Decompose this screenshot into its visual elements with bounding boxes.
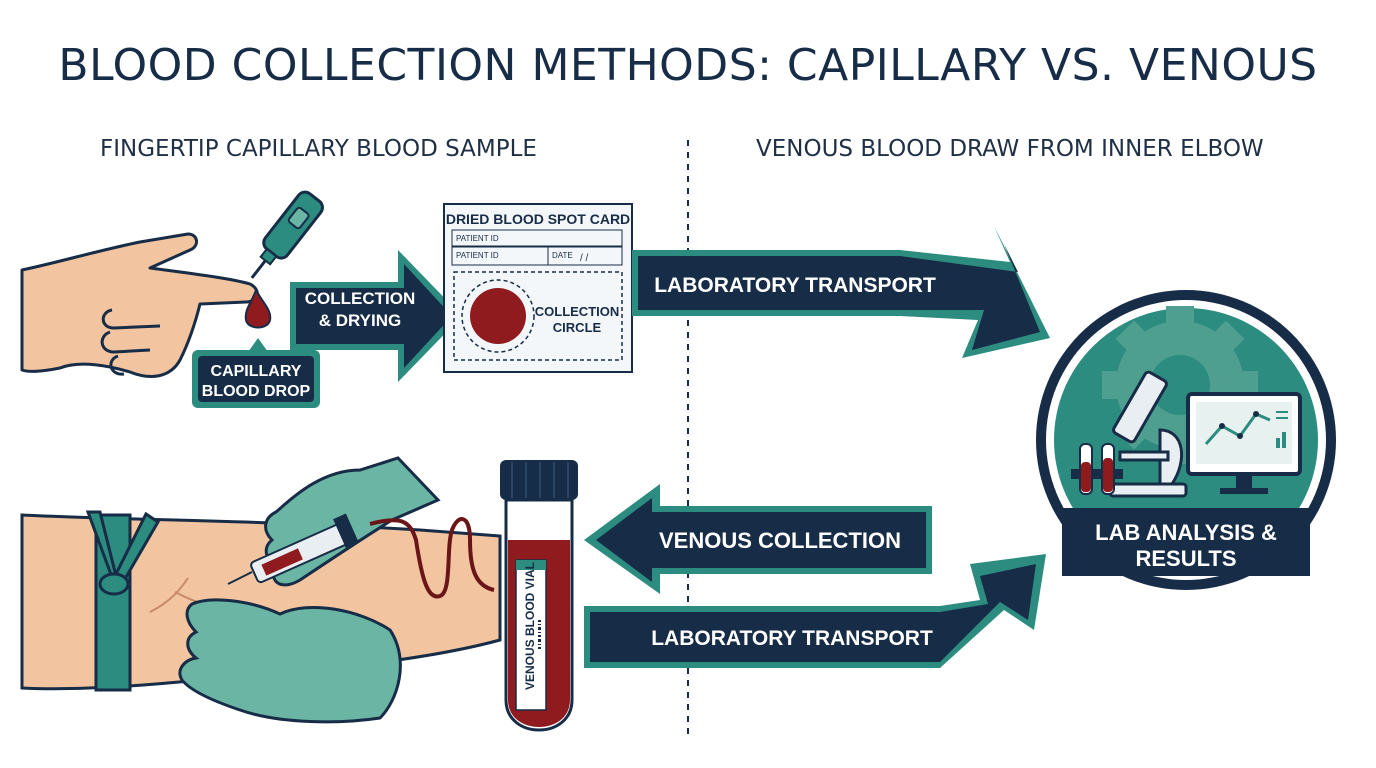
laboratory-transport-top-label: LABORATORY TRANSPORT: [654, 274, 936, 297]
blood-tubing: [369, 517, 495, 599]
card-patient-id-1: PATIENT ID: [456, 234, 499, 243]
tourniquet-icon: [85, 510, 161, 692]
lab-analysis-line2: RESULTS: [1135, 546, 1236, 571]
laboratory-transport-arrow-bottom: LABORATORY TRANSPORT: [584, 554, 1046, 668]
collection-drying-line2: & DRYING: [319, 311, 402, 330]
vial-label: VENOUS BLOOD VIAL: [523, 562, 537, 690]
venous-collection-arrow: VENOUS COLLECTION: [584, 484, 932, 594]
card-date-slashes: / /: [580, 253, 589, 264]
card-patient-id-2: PATIENT ID: [456, 251, 499, 260]
card-date-label: DATE: [552, 251, 573, 260]
collection-circle-line2: CIRCLE: [553, 320, 602, 335]
laboratory-transport-arrow-top: LABORATORY TRANSPORT: [632, 226, 1050, 358]
monitor-icon: [1186, 392, 1302, 494]
lancet-icon: [250, 190, 324, 279]
blood-drop-icon: [244, 287, 272, 329]
vial-barcode: [538, 620, 541, 649]
venous-collection-label: VENOUS COLLECTION: [659, 528, 901, 553]
microscope-icon: [1108, 370, 1188, 498]
lab-analysis-circle: LAB ANALYSIS & RESULTS: [1036, 290, 1336, 590]
capillary-drop-label: CAPILLARY BLOOD DROP: [192, 338, 320, 408]
lab-analysis-line1: LAB ANALYSIS &: [1095, 520, 1277, 545]
venous-blood-vial: VENOUS BLOOD VIAL: [500, 460, 578, 732]
dried-blood-spot: [470, 288, 526, 344]
syringe-icon: [227, 513, 359, 585]
page-title: BLOOD COLLECTION METHODS: CAPILLARY VS. …: [58, 40, 1318, 91]
capillary-drop-label-line2: BLOOD DROP: [202, 383, 311, 400]
laboratory-transport-bottom-label: LABORATORY TRANSPORT: [651, 627, 933, 650]
capillary-drop-label-line1: CAPILLARY: [211, 363, 302, 380]
collection-drying-line1: COLLECTION: [305, 289, 416, 308]
card-title: DRIED BLOOD SPOT CARD: [446, 211, 630, 227]
dried-blood-spot-card: DRIED BLOOD SPOT CARD PATIENT ID PATIENT…: [443, 203, 633, 373]
section-title-capillary: FINGERTIP CAPILLARY BLOOD SAMPLE: [100, 136, 537, 162]
test-tubes-icon: [1071, 443, 1123, 495]
collection-drying-arrow: COLLECTION & DRYING: [290, 250, 462, 382]
collection-circle-line1: COLLECTION: [535, 304, 620, 319]
lower-glove-icon: [178, 598, 402, 724]
section-title-venous: VENOUS BLOOD DRAW FROM INNER ELBOW: [756, 136, 1264, 162]
